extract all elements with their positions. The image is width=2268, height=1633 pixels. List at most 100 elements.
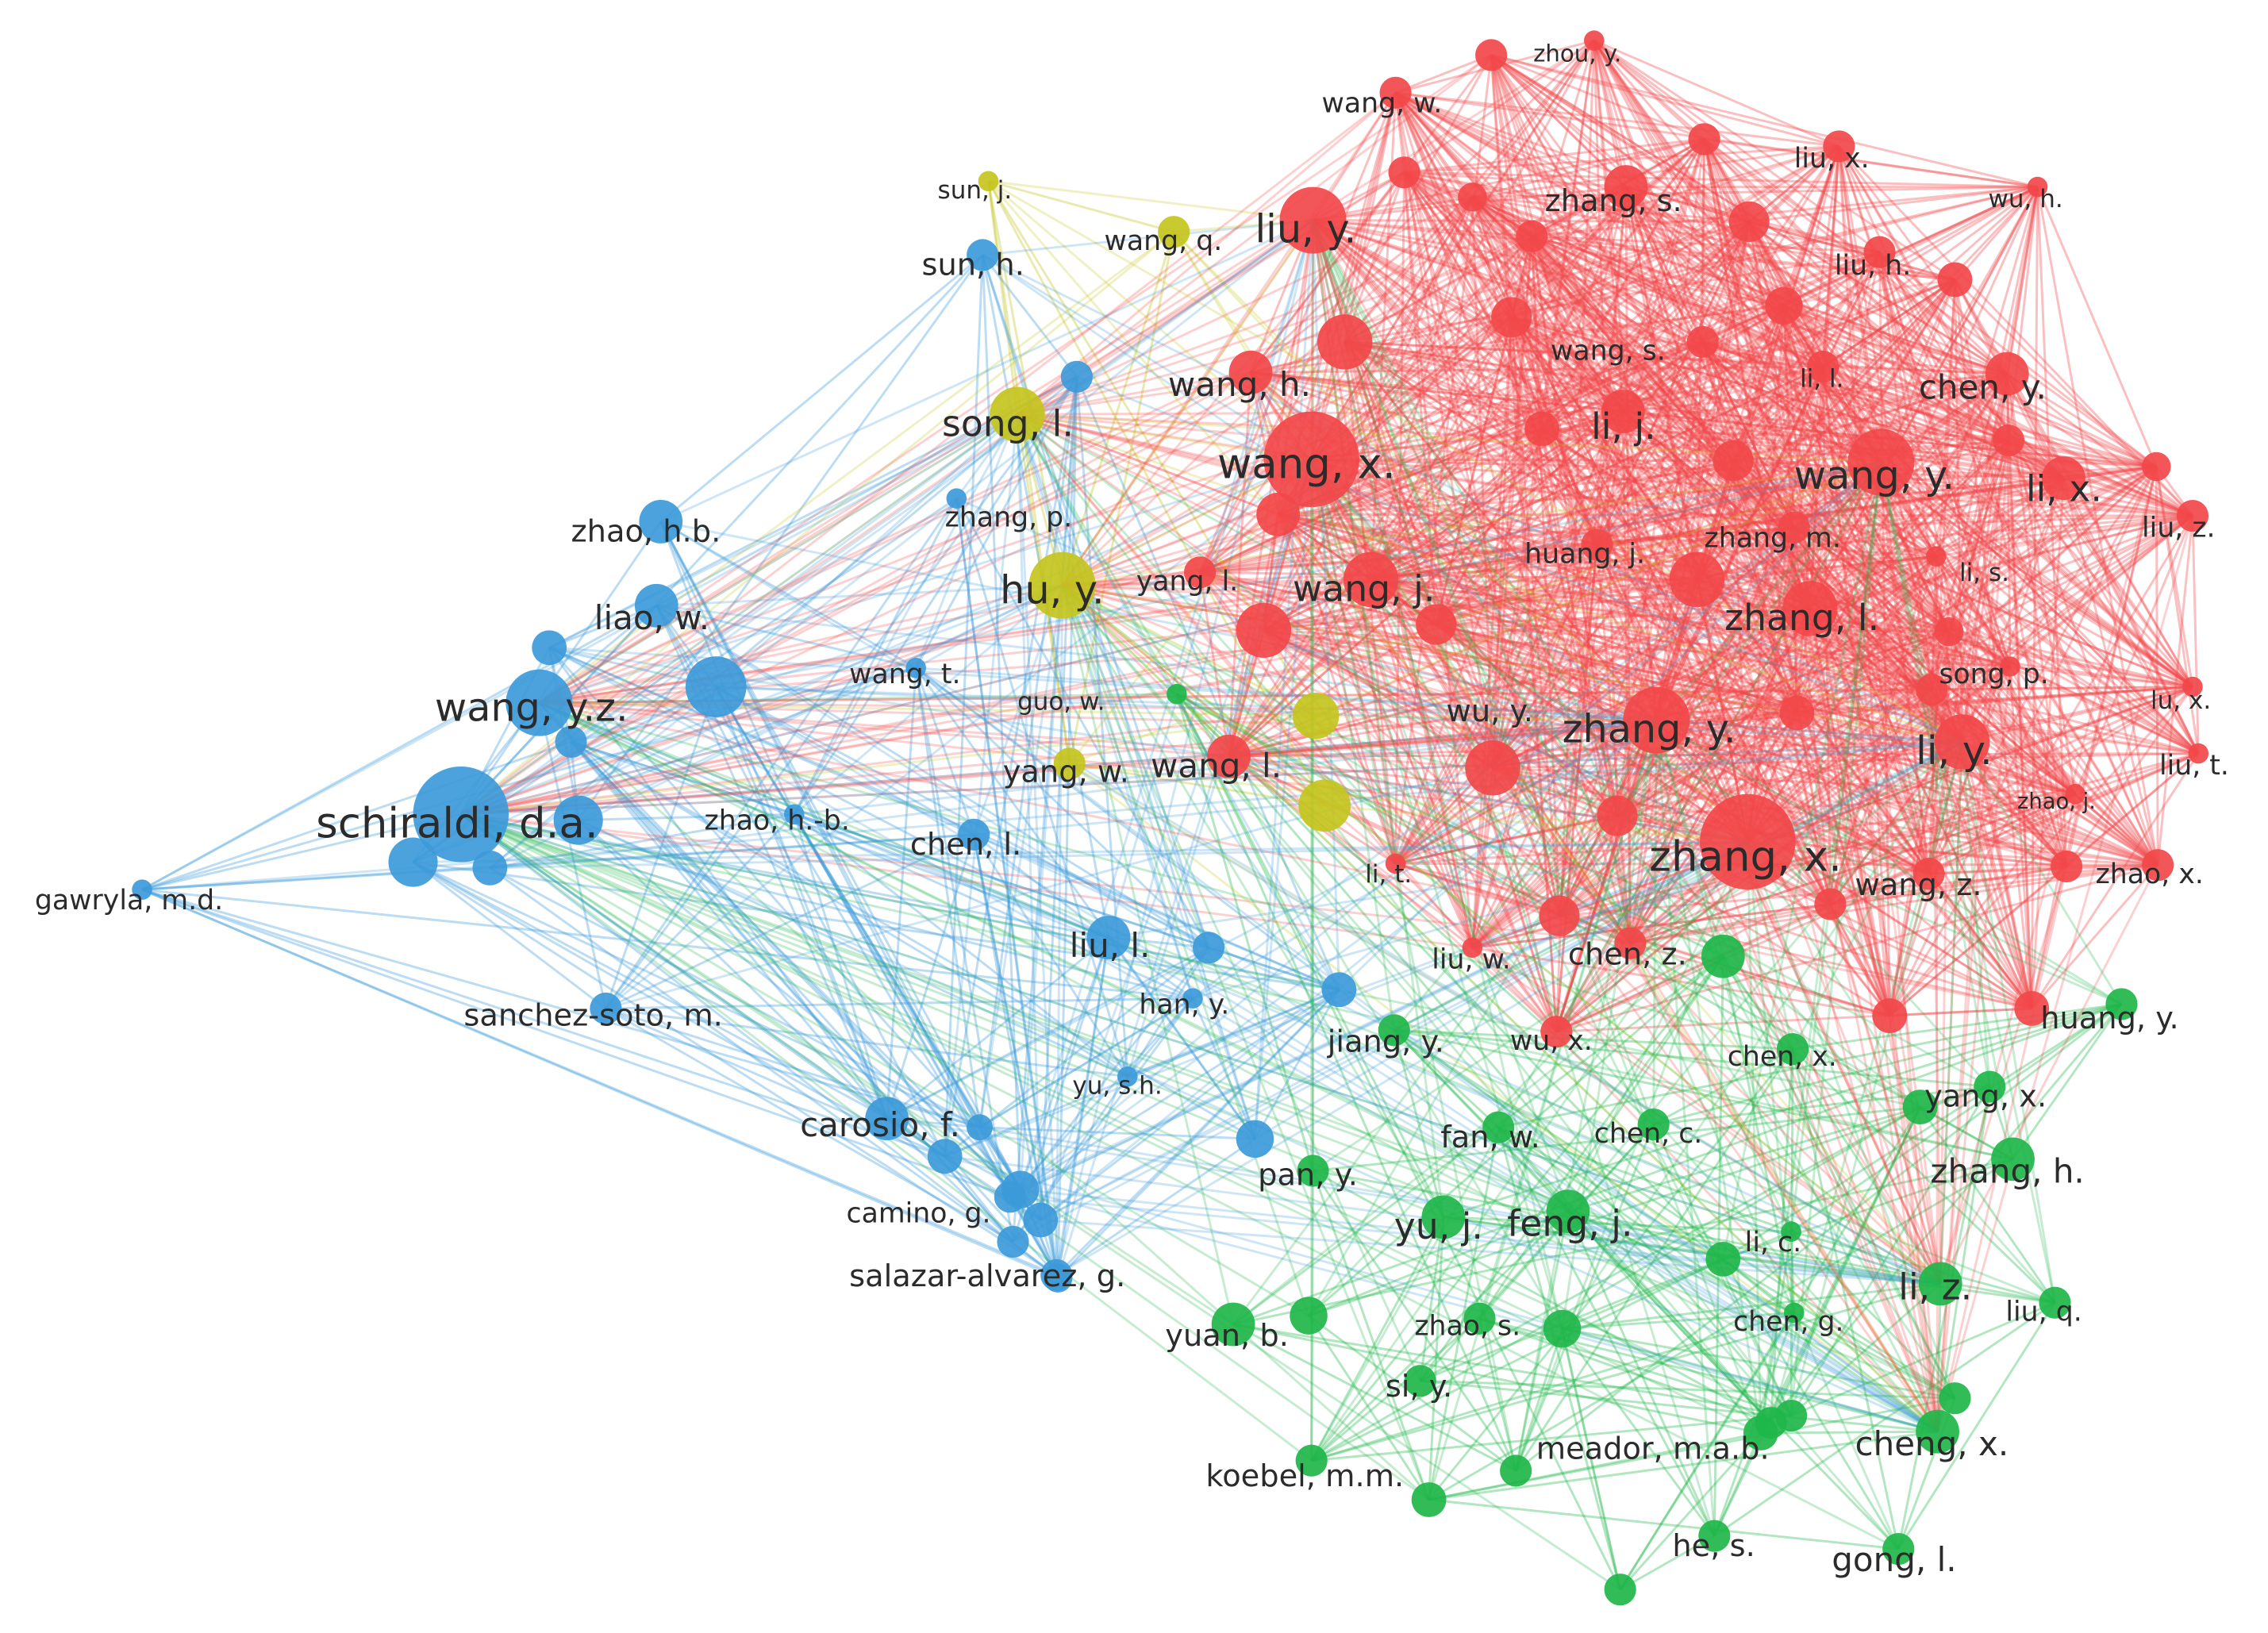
author-node-chen-c[interactable] [1637,1108,1670,1141]
author-node[interactable] [1236,1120,1274,1158]
author-node-yu-j[interactable] [1421,1195,1466,1239]
author-node-wang-x[interactable] [1263,411,1359,508]
author-node-huang-j[interactable] [1581,528,1613,561]
author-node[interactable] [532,630,567,666]
author-node-zhao-hb[interactable] [639,500,683,544]
author-node[interactable] [1814,888,1847,920]
author-node-li-x[interactable] [2042,456,2085,500]
author-node[interactable] [1992,425,2025,457]
author-node-sun-h[interactable] [967,239,999,271]
author-node[interactable] [553,795,603,845]
author-node[interactable] [1916,674,1948,706]
author-node-li-j[interactable] [1601,390,1645,433]
author-node-song-p[interactable] [2000,656,2020,677]
author-node[interactable] [1934,617,1964,647]
author-node-li-z[interactable] [1918,1262,1962,1306]
author-node-gong-l[interactable] [1882,1533,1915,1566]
author-node-lu-x[interactable] [2182,676,2203,697]
author-node-chen-y[interactable] [1985,352,2029,396]
author-node-jiang-y[interactable] [1378,1014,1410,1047]
author-node[interactable] [1775,1400,1808,1432]
author-node[interactable] [1416,604,1457,645]
author-node-chen-g[interactable] [1784,1302,1805,1324]
author-node[interactable] [1298,779,1351,832]
author-node-song-l[interactable] [990,386,1045,442]
author-node-wang-h[interactable] [1228,350,1273,394]
author-node-liu-x[interactable] [1823,130,1855,163]
author-node-li-s[interactable] [1925,546,1947,567]
author-node-schiraldi-da[interactable] [413,767,509,863]
author-node[interactable] [1597,795,1638,836]
author-node[interactable] [1290,1297,1328,1335]
author-node-salazar-alvarez-g[interactable] [1040,1258,1073,1292]
author-node[interactable] [555,725,587,759]
author-node[interactable] [1256,492,1301,536]
author-node-yu-sh[interactable] [1117,1066,1138,1087]
author-node-zhao-h-b[interactable] [784,804,805,825]
author-node[interactable] [1688,123,1720,156]
author-node[interactable] [1902,1089,1938,1125]
author-node-zhang-p[interactable] [946,488,967,509]
author-node[interactable] [1458,183,1487,212]
author-node[interactable] [1937,262,1973,298]
author-node[interactable] [2051,850,2083,883]
author-node-liu-l[interactable] [1086,916,1131,959]
author-node-liu-q[interactable] [2039,1286,2071,1319]
author-node[interactable] [1939,1382,1971,1415]
author-node-yuan-b[interactable] [1211,1302,1255,1347]
author-node[interactable] [1060,360,1093,393]
author-node-liu-y[interactable] [1279,186,1347,254]
author-node-liu-w[interactable] [1462,937,1483,959]
author-node-cheng-x[interactable] [1916,1409,1959,1454]
author-node-chen-l[interactable] [958,818,990,851]
author-node[interactable] [1236,602,1292,659]
author-node[interactable] [1411,1482,1447,1517]
author-node-liu-h[interactable] [1863,236,1896,268]
author-node-carosio-f[interactable] [865,1097,909,1141]
author-node-zhang-l[interactable] [1782,581,1838,636]
author-node[interactable] [1765,286,1803,325]
author-node-yang-x[interactable] [1974,1070,2006,1103]
author-node-wu-h[interactable] [2027,176,2048,198]
author-node[interactable] [1491,297,1532,338]
author-node[interactable] [1317,314,1373,370]
author-node-wang-t[interactable] [905,658,926,678]
author-node[interactable] [1713,440,1754,482]
author-node[interactable] [685,656,747,717]
author-node[interactable] [1192,932,1225,964]
author-node[interactable] [2142,451,2171,482]
author-node[interactable] [1779,695,1815,731]
author-node-guo-w[interactable] [1167,683,1187,705]
author-node[interactable] [2014,991,2050,1026]
author-node[interactable] [1388,156,1420,189]
author-node-li-t[interactable] [1385,853,1406,874]
author-node-zhang-x[interactable] [1700,793,1796,890]
author-node[interactable] [1743,1416,1778,1450]
author-node[interactable] [472,850,508,886]
author-node[interactable] [1516,220,1548,252]
author-node[interactable] [997,1225,1029,1258]
author-node[interactable] [388,837,438,887]
author-node-zhao-s[interactable] [1463,1302,1496,1335]
author-node-pan-y[interactable] [1297,1155,1329,1187]
author-node[interactable] [927,1139,963,1174]
author-node-liao-w[interactable] [634,583,678,628]
author-node-fan-w[interactable] [1482,1111,1515,1143]
author-node-li-c[interactable] [1781,1221,1801,1242]
author-node[interactable] [1475,39,1508,71]
author-node-chen-x[interactable] [1776,1033,1809,1066]
author-node-wang-s[interactable] [1686,325,1719,359]
author-node-wang-y[interactable] [1847,428,1915,496]
author-node-feng-j[interactable] [1546,1189,1590,1233]
author-node[interactable] [1705,1241,1741,1277]
author-node-zhang-h[interactable] [1991,1137,2035,1182]
author-node-han-y[interactable] [1182,988,1203,1009]
author-node-wang-z[interactable] [1912,858,1945,890]
author-node[interactable] [1872,998,1908,1033]
author-node-li-y[interactable] [1934,714,1990,770]
author-node[interactable] [1669,551,1725,608]
author-node-chen-z[interactable] [1614,927,1647,959]
author-node-zhang-m[interactable] [1778,511,1810,544]
author-node[interactable] [1524,411,1559,447]
author-node-koebel-mm[interactable] [1295,1444,1328,1477]
